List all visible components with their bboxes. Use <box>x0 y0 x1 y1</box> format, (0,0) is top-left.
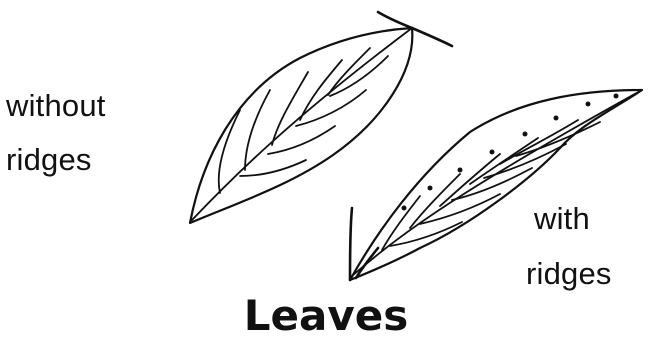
diagram-title: Leaves <box>0 290 652 342</box>
leaf-with-ridges-stem <box>350 208 352 280</box>
leaf-with-ridges-vein <box>390 222 462 246</box>
label-with-ridges-line2: ridges <box>526 255 612 293</box>
label-without-ridges-line2: ridges <box>6 141 92 179</box>
leaf-ridge-mark <box>523 132 528 137</box>
leaf-ridge-mark <box>554 116 559 121</box>
leaf-ridge-mark <box>490 150 495 155</box>
leaf-ridge-mark <box>428 186 433 191</box>
leaf-ridge-mark <box>586 102 591 107</box>
leaf-without-ridges-vein <box>330 56 388 96</box>
label-without-ridges-line1: without <box>6 87 106 125</box>
leaf-ridge-mark <box>614 94 619 99</box>
leaf-without-ridges-vein <box>245 90 270 170</box>
leaf-ridge-mark <box>402 206 407 211</box>
leaf-with-ridges <box>350 90 642 280</box>
leaf-without-ridges-stem <box>412 28 452 46</box>
leaf-without-ridges <box>190 12 452 223</box>
label-with-ridges-line1: with <box>534 200 590 238</box>
leaf-ridge-mark <box>458 168 463 173</box>
leaf-without-ridges-stem-tip <box>378 12 412 28</box>
leaf-without-ridges-vein <box>268 126 335 154</box>
leaf-without-ridges-vein <box>272 72 308 145</box>
